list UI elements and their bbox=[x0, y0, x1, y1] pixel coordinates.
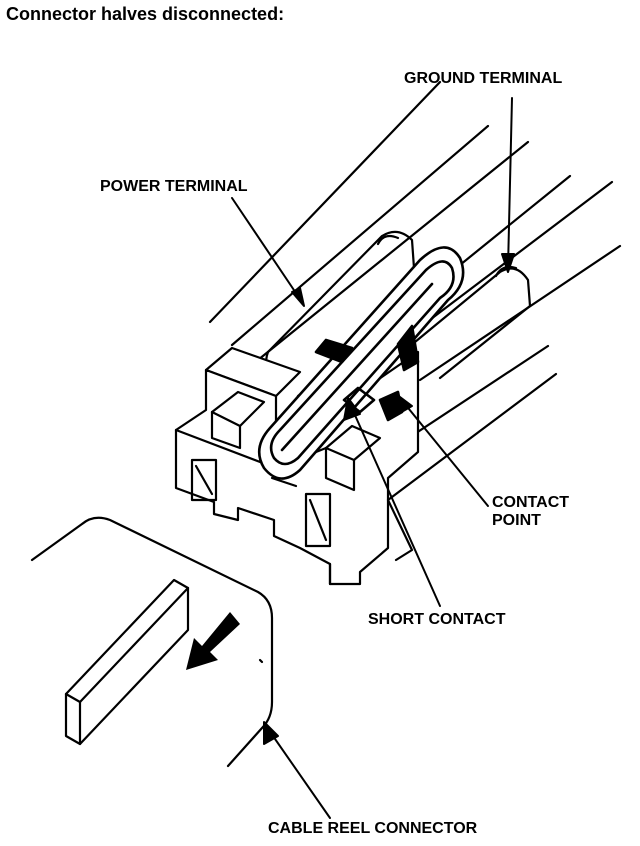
page-title: Connector halves disconnected: bbox=[6, 4, 285, 24]
contact-point-label: CONTACT POINT bbox=[492, 494, 569, 531]
ground-terminal-label: GROUND TERMINAL bbox=[404, 70, 563, 87]
disconnect-direction-arrow bbox=[186, 612, 240, 670]
power-terminal-label: POWER TERMINAL bbox=[100, 178, 248, 195]
short-contact-label: SHORT CONTACT bbox=[368, 611, 506, 628]
cable-reel-connector-label: CABLE REEL CONNECTOR bbox=[268, 820, 478, 837]
ground-terminal-sleeve bbox=[396, 265, 532, 380]
contact-point-label-line1: CONTACT bbox=[492, 494, 570, 511]
shorting-spring bbox=[257, 246, 465, 480]
power-cavity bbox=[190, 458, 218, 502]
leader-lines bbox=[231, 97, 515, 819]
cable-reel-connector-half bbox=[30, 516, 274, 768]
ground-cavity bbox=[304, 492, 332, 548]
plug-bar bbox=[64, 578, 190, 746]
contact-point-label-line2: POINT bbox=[492, 512, 541, 530]
